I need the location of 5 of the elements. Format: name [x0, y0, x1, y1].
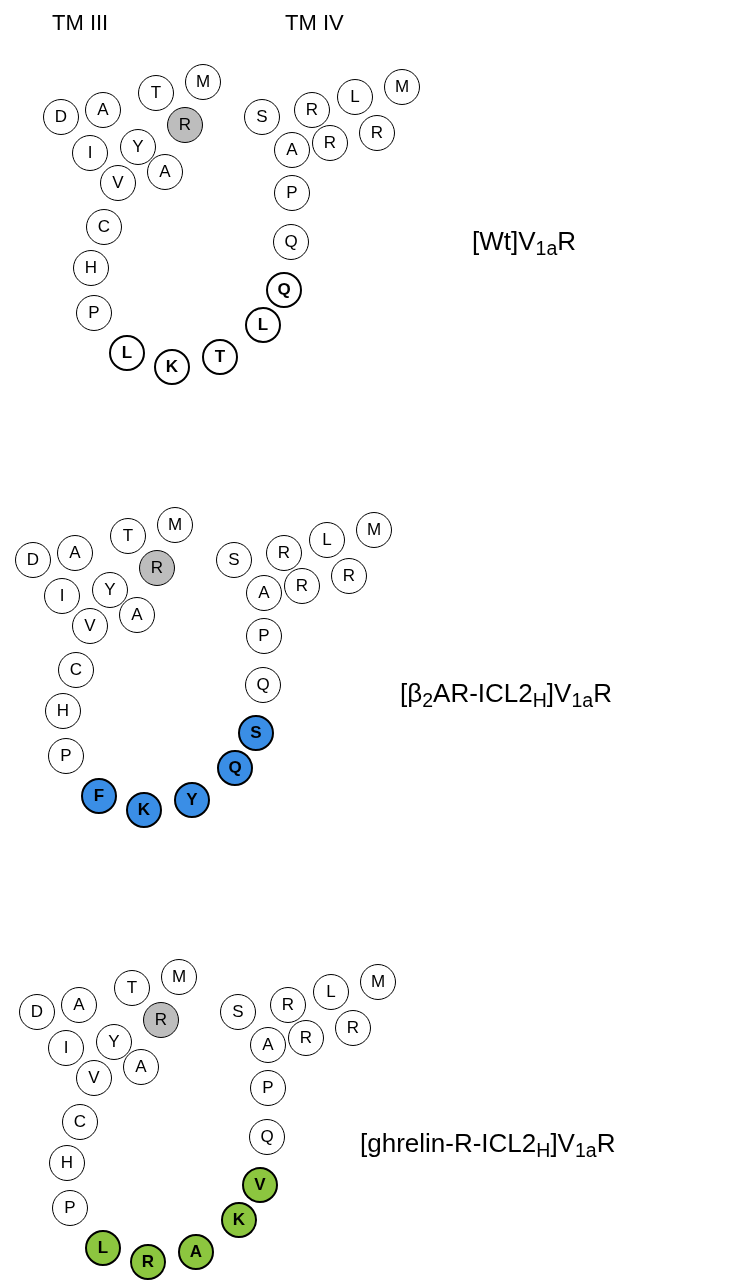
region-label: TM IV — [285, 9, 344, 37]
construct-label: [ghrelin-R-ICL2$_{H}$]V$_{1a}$R — [360, 1127, 616, 1163]
region-label: TM III — [52, 9, 109, 37]
construct-label: [Wt]V$_{1a}$R — [472, 225, 577, 261]
construct-label: [β$_{2}$AR-ICL2$_{H}$]V$_{1a}$R — [400, 677, 612, 713]
